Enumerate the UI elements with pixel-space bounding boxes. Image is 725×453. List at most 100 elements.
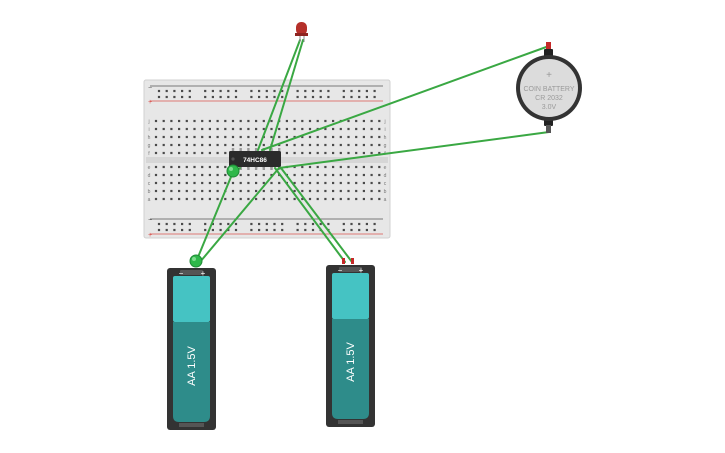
breadboard-hole[interactable]: [224, 165, 227, 169]
breadboard-hole[interactable]: [201, 197, 204, 201]
breadboard-hole[interactable]: [339, 127, 342, 131]
breadboard-hole[interactable]: [234, 95, 238, 99]
breadboard-hole[interactable]: [193, 181, 196, 185]
breadboard-hole[interactable]: [316, 143, 319, 147]
breadboard-hole[interactable]: [316, 189, 319, 193]
breadboard-hole[interactable]: [362, 135, 365, 139]
breadboard-hole[interactable]: [285, 127, 288, 131]
aa-battery-right[interactable]: − + AA 1.5V: [326, 258, 375, 427]
breadboard-hole[interactable]: [170, 135, 173, 139]
breadboard-hole[interactable]: [157, 89, 161, 93]
breadboard-hole[interactable]: [301, 189, 304, 193]
breadboard-hole[interactable]: [255, 181, 258, 185]
breadboard-hole[interactable]: [247, 119, 250, 123]
breadboard-hole[interactable]: [188, 222, 191, 226]
breadboard-hole[interactable]: [193, 151, 196, 155]
breadboard-hole[interactable]: [308, 127, 312, 131]
breadboard-hole[interactable]: [301, 119, 304, 123]
breadboard-hole[interactable]: [378, 127, 381, 131]
breadboard-hole[interactable]: [332, 173, 335, 177]
breadboard-hole[interactable]: [255, 143, 258, 147]
breadboard-hole[interactable]: [247, 135, 250, 139]
breadboard-hole[interactable]: [181, 89, 184, 93]
breadboard-hole[interactable]: [342, 89, 345, 93]
breadboard-hole[interactable]: [258, 89, 261, 93]
breadboard-hole[interactable]: [301, 173, 304, 177]
breadboard-hole[interactable]: [316, 135, 319, 139]
breadboard-hole[interactable]: [162, 173, 165, 177]
breadboard-hole[interactable]: [278, 197, 281, 201]
breadboard-hole[interactable]: [208, 127, 211, 131]
breadboard-hole[interactable]: [170, 119, 173, 123]
breadboard-hole[interactable]: [250, 228, 253, 232]
breadboard-hole[interactable]: [208, 173, 211, 177]
breadboard-hole[interactable]: [270, 189, 273, 193]
breadboard-hole[interactable]: [301, 197, 304, 201]
breadboard-hole[interactable]: [224, 119, 227, 123]
breadboard-hole[interactable]: [370, 189, 373, 193]
breadboard-hole[interactable]: [154, 135, 158, 139]
breadboard-hole[interactable]: [250, 89, 253, 93]
breadboard-hole[interactable]: [204, 222, 207, 226]
breadboard-hole[interactable]: [304, 89, 307, 93]
breadboard-hole[interactable]: [332, 197, 335, 201]
wire-chip-to-aa-left[interactable]: [199, 167, 280, 263]
breadboard-hole[interactable]: [324, 189, 327, 193]
breadboard-hole[interactable]: [262, 181, 265, 185]
breadboard-hole[interactable]: [358, 228, 361, 232]
breadboard-hole[interactable]: [370, 151, 373, 155]
breadboard-hole[interactable]: [332, 181, 335, 185]
breadboard-hole[interactable]: [293, 165, 296, 169]
breadboard-hole[interactable]: [308, 189, 312, 193]
breadboard-hole[interactable]: [365, 228, 368, 232]
breadboard-hole[interactable]: [311, 222, 315, 226]
breadboard-hole[interactable]: [273, 228, 276, 232]
breadboard-hole[interactable]: [327, 222, 330, 226]
breadboard-hole[interactable]: [355, 165, 358, 169]
breadboard-hole[interactable]: [316, 181, 319, 185]
breadboard-hole[interactable]: [370, 119, 373, 123]
breadboard-hole[interactable]: [227, 95, 230, 99]
breadboard-hole[interactable]: [308, 143, 312, 147]
breadboard-hole[interactable]: [332, 189, 335, 193]
breadboard-hole[interactable]: [170, 189, 173, 193]
breadboard-hole[interactable]: [239, 189, 242, 193]
breadboard-hole[interactable]: [285, 143, 288, 147]
breadboard-hole[interactable]: [319, 89, 322, 93]
breadboard-hole[interactable]: [362, 165, 365, 169]
breadboard-hole[interactable]: [224, 173, 227, 177]
breadboard-hole[interactable]: [293, 181, 296, 185]
breadboard-hole[interactable]: [201, 135, 204, 139]
breadboard-hole[interactable]: [265, 95, 268, 99]
breadboard-hole[interactable]: [157, 222, 161, 226]
breadboard-hole[interactable]: [339, 135, 342, 139]
breadboard-hole[interactable]: [365, 95, 368, 99]
breadboard-hole[interactable]: [293, 189, 296, 193]
breadboard-hole[interactable]: [185, 143, 188, 147]
breadboard-hole[interactable]: [278, 127, 281, 131]
breadboard-hole[interactable]: [304, 95, 307, 99]
breadboard-hole[interactable]: [234, 228, 238, 232]
breadboard-hole[interactable]: [350, 95, 353, 99]
breadboard-hole[interactable]: [293, 143, 296, 147]
breadboard-hole[interactable]: [332, 119, 335, 123]
breadboard-hole[interactable]: [178, 197, 181, 201]
breadboard-hole[interactable]: [219, 95, 222, 99]
breadboard-hole[interactable]: [332, 165, 335, 169]
breadboard-hole[interactable]: [296, 222, 299, 226]
breadboard-hole[interactable]: [350, 228, 353, 232]
breadboard-hole[interactable]: [154, 151, 158, 155]
breadboard-hole[interactable]: [201, 151, 204, 155]
breadboard-hole[interactable]: [262, 173, 265, 177]
breadboard-hole[interactable]: [293, 197, 296, 201]
breadboard-hole[interactable]: [324, 143, 327, 147]
breadboard-hole[interactable]: [324, 119, 327, 123]
breadboard-hole[interactable]: [208, 165, 211, 169]
breadboard-hole[interactable]: [293, 173, 296, 177]
breadboard-hole[interactable]: [378, 181, 381, 185]
breadboard-hole[interactable]: [165, 95, 168, 99]
breadboard-hole[interactable]: [347, 181, 350, 185]
breadboard-hole[interactable]: [239, 135, 242, 139]
breadboard-hole[interactable]: [370, 127, 373, 131]
breadboard-hole[interactable]: [231, 181, 235, 185]
